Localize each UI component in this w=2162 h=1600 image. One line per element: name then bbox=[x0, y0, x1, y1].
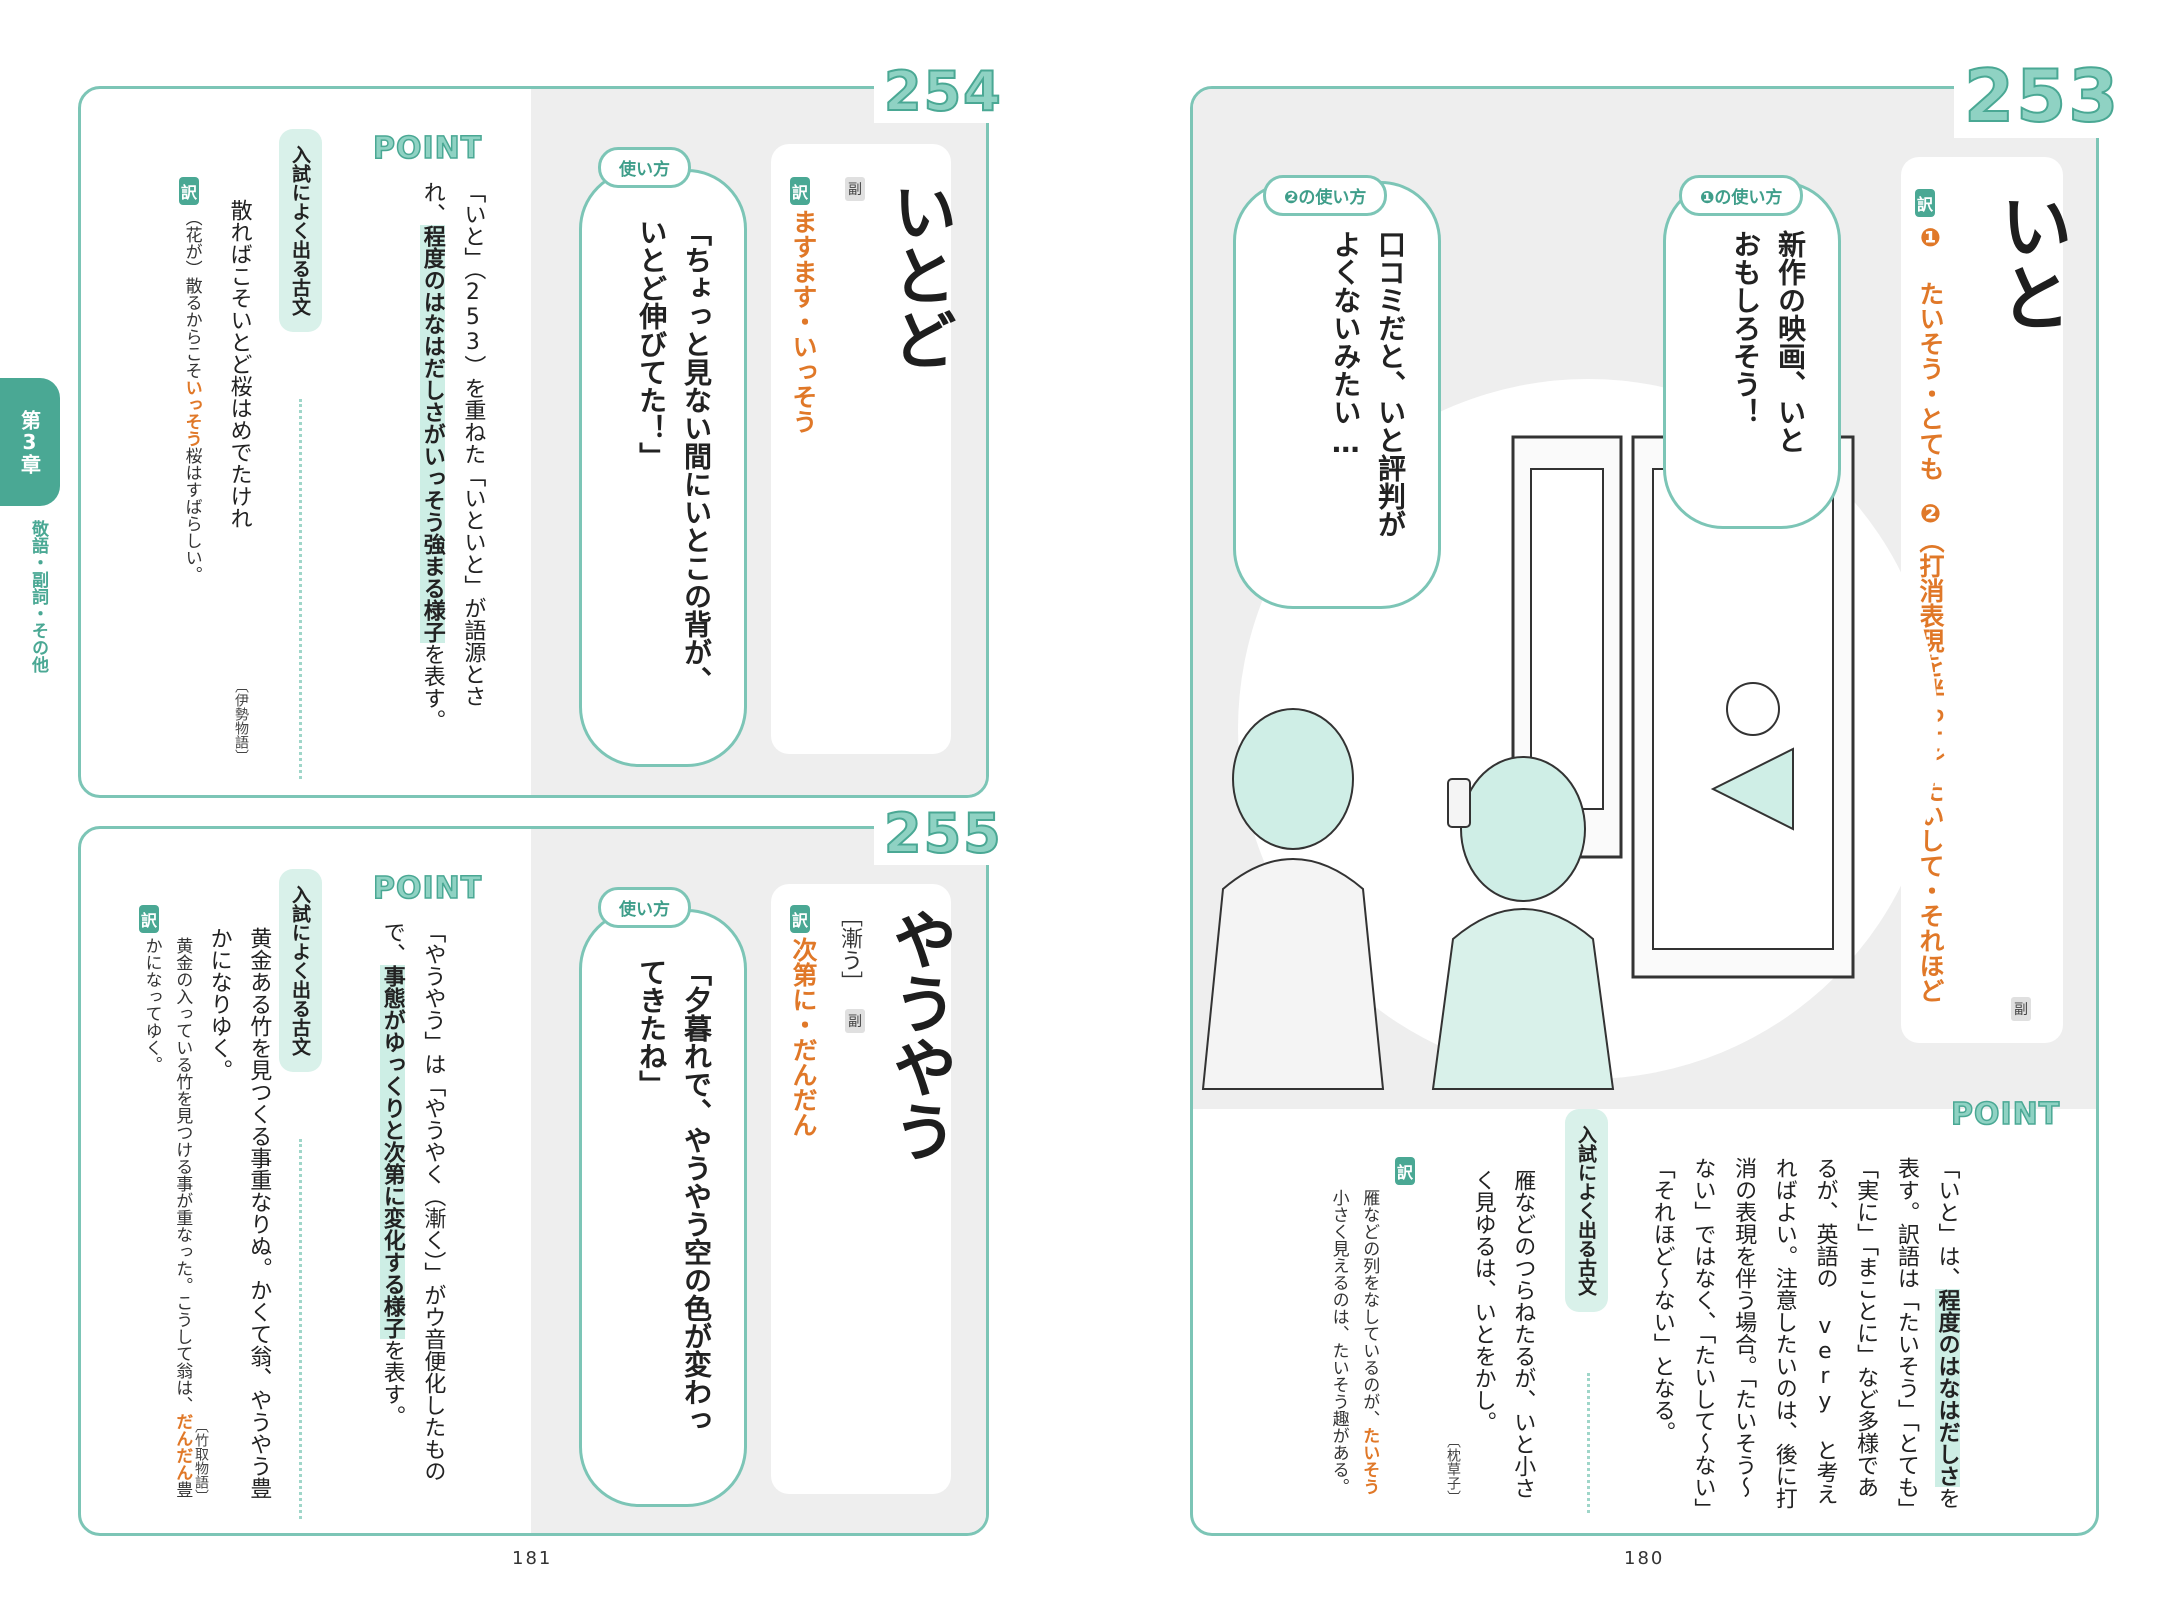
entry-255-usage-label: 使い方 bbox=[598, 887, 691, 928]
entry-253-yaku-badge: 訳 bbox=[1915, 189, 1936, 217]
entry-255-point-label: POINT bbox=[372, 870, 483, 907]
entry-255-card: やうやう ［漸う］ 副 訳 次第に・だんだん 「夕暮れで、やうやう空の色が変わっ… bbox=[78, 826, 989, 1536]
entry-254-translation: （花が）散るからこそいっそう桜はすばらしい。 bbox=[181, 209, 202, 583]
entry-253-classic: 雁などのつらねたるが、いと小さく見ゆるは、いとをかし。 bbox=[1470, 1169, 1536, 1499]
entry-255-pos: 副 bbox=[845, 1009, 865, 1033]
entry-254-divider bbox=[299, 399, 302, 779]
entry-255-headword-panel bbox=[771, 884, 951, 1494]
entry-254-card: いとど 副 訳 ますます・いっそう 「ちょっと見ない間にいとこの背が、いとど伸び… bbox=[78, 86, 989, 798]
entry-254-example-text: 「ちょっと見ない間にいとこの背が、いとど伸びてた！」 bbox=[635, 218, 713, 694]
entry-254-source: 〔伊勢物語〕 bbox=[233, 679, 249, 763]
chapter-tab: 第3章 bbox=[0, 378, 60, 506]
entry-255-headword: やうやう bbox=[882, 907, 956, 1163]
entry-254-trans-badge: 訳 bbox=[179, 177, 200, 205]
entry-253-trans-badge: 訳 bbox=[1395, 1157, 1416, 1185]
entry-255-yaku-badge: 訳 bbox=[790, 905, 811, 933]
entry-254-point-label: POINT bbox=[372, 130, 483, 167]
entry-253-divider bbox=[1587, 1373, 1590, 1513]
entry-255-example-text: 「夕暮れで、やうやう空の色が変わってきたね」 bbox=[635, 958, 713, 1434]
entry-255-number: 255 bbox=[874, 801, 1013, 866]
entry-254-point-body: 「いと」（253）を重ねた「いといと」が語源とされ、程度のはなはだしさがいっそう… bbox=[419, 181, 486, 731]
entry-253-meaning-1: ❶ たいそう・とても bbox=[1916, 223, 1945, 481]
entry-253-source: 〔枕草子〕 bbox=[1445, 1434, 1461, 1504]
entry-253-bubble-1: 新作の映画、いとおもしろそう！ bbox=[1663, 181, 1841, 529]
entry-254-meaning: ますます・いっそう bbox=[789, 209, 818, 434]
page-number-left: 181 bbox=[512, 1548, 553, 1569]
entry-254-yaku-badge: 訳 bbox=[790, 177, 811, 205]
entry-253-pos: 副 bbox=[2011, 997, 2031, 1021]
entry-255-divider bbox=[299, 1139, 302, 1519]
entry-254-headword: いとど bbox=[882, 179, 956, 371]
entry-253-usage1-label: ❶の使い方 bbox=[1679, 175, 1804, 216]
entry-254-nyushi-label: 入試によく出る古文 bbox=[279, 129, 322, 332]
entry-254-example-bubble: 「ちょっと見ない間にいとこの背が、いとど伸びてた！」 bbox=[579, 169, 747, 767]
entry-255-nyushi-label: 入試によく出る古文 bbox=[279, 869, 322, 1072]
entry-255-classic: 黄金ある竹を見つくる事重なりぬ。かくて翁、やうやう豊かになりゆく。 bbox=[206, 927, 272, 1499]
entry-255-point-body: 「やうやう」は「やうやく（漸く）」がウ音便化したもので、事態がゆっくりと次第に変… bbox=[379, 921, 446, 1482]
entry-254-classic: 散ればこそいとど桜はめでたけれ bbox=[226, 199, 252, 529]
entry-253-bubble-2: 口コミだと、いと評判がよくないみたい… bbox=[1233, 181, 1441, 609]
entry-253-headword-panel bbox=[1901, 157, 2063, 1043]
entry-253-number: 253 bbox=[1954, 53, 2131, 139]
entry-254-number: 254 bbox=[874, 59, 1013, 124]
entry-255-kanji: ［漸う］ bbox=[837, 905, 862, 993]
entry-255-example-bubble: 「夕暮れで、やうやう空の色が変わってきたね」 bbox=[579, 909, 747, 1507]
entry-253-usage2-label: ❷の使い方 bbox=[1263, 175, 1388, 216]
page-number-right: 180 bbox=[1624, 1548, 1665, 1569]
entry-253-nyushi-label: 入試によく出る古文 bbox=[1565, 1109, 1608, 1312]
entry-255-translation: 黄金の入っている竹を見つける事が重なった。こうして翁は、だんだん豊かになってゆく… bbox=[141, 937, 193, 1498]
entry-253-translation: 雁などの列をなしているのが、たいそう小さく見えるのは、たいそう趣がある。 bbox=[1328, 1189, 1380, 1495]
entry-254-headword-panel bbox=[771, 144, 951, 754]
entry-255-trans-badge: 訳 bbox=[139, 905, 160, 933]
entry-254-usage-label: 使い方 bbox=[598, 147, 691, 188]
chapter-subtitle: 敬語・副詞・その他 bbox=[28, 520, 48, 673]
entry-255-meaning: 次第に・だんだん bbox=[789, 937, 818, 1137]
entry-254-pos: 副 bbox=[845, 177, 865, 201]
entry-255-source: 〔竹取物語〕 bbox=[193, 1419, 209, 1503]
entry-253-card: いと 訳 ❶ たいそう・とても ❷（打消表現を伴って）たいして・それほど 副 新… bbox=[1190, 86, 2099, 1536]
entry-253-point-label: POINT bbox=[1950, 1096, 2061, 1133]
entry-253-point-body: 「いと」は、程度のはなはだしさを表す。訳語は「たいそう」「とても」「実に」「まこ… bbox=[1649, 1157, 1960, 1509]
entry-253-headword: いと bbox=[1988, 189, 2072, 333]
